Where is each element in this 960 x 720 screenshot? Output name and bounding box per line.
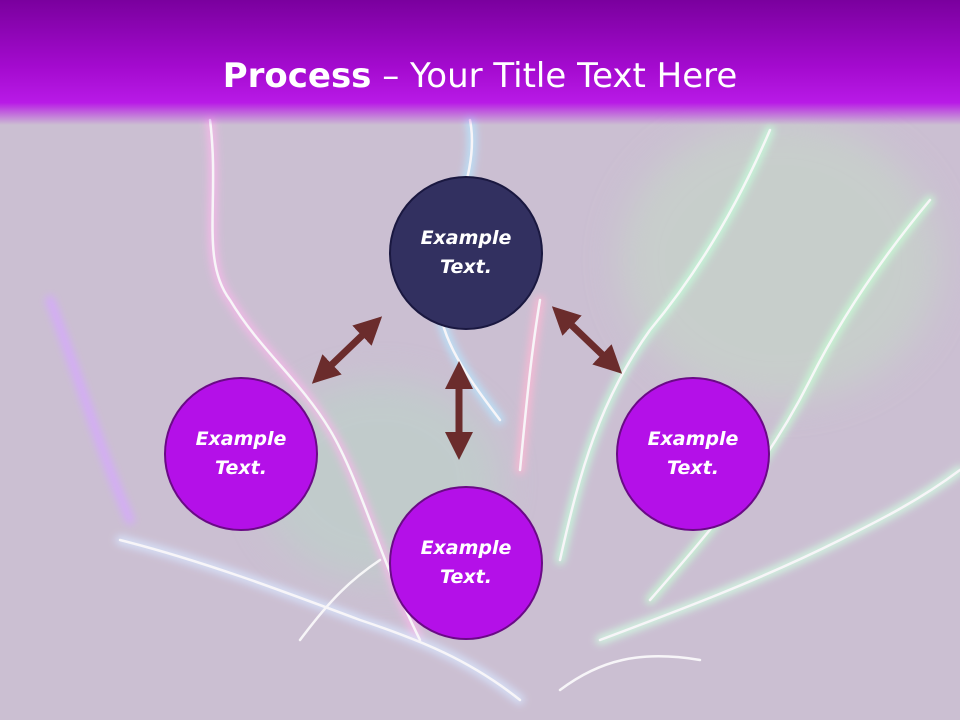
process-node-left[interactable]: Example Text. (164, 377, 318, 531)
process-node-bottom-text: Example Text. (420, 537, 512, 588)
process-node-bottom[interactable]: Example Text. (389, 486, 543, 640)
process-node-top[interactable]: Example Text. (389, 176, 543, 330)
process-node-right[interactable]: Example Text. (616, 377, 770, 531)
arrow-top-right (551, 306, 623, 374)
process-node-top-text: Example Text. (420, 227, 512, 278)
title-bold-part: Process (222, 56, 372, 96)
arrow-top-left (311, 316, 383, 384)
process-node-right-text: Example Text. (647, 428, 739, 479)
title-bar (0, 0, 960, 125)
title-rest-part: – Your Title Text Here (371, 56, 738, 96)
slide-title: Process – Your Title Text Here (0, 54, 960, 98)
process-node-left-text: Example Text. (195, 428, 287, 479)
